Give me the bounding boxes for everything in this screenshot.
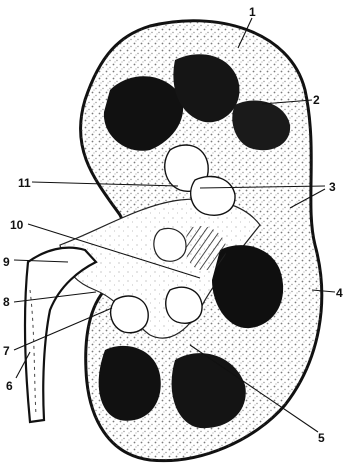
label-10: 10 <box>10 218 24 232</box>
minor-calyx-lower <box>166 287 202 323</box>
label-7: 7 <box>3 344 10 358</box>
label-9: 9 <box>3 255 10 269</box>
label-3: 3 <box>329 180 336 194</box>
label-5: 5 <box>318 431 325 445</box>
label-8: 8 <box>3 295 10 309</box>
renal-papilla <box>154 228 186 261</box>
minor-calyx-lower-left <box>111 296 149 333</box>
minor-calyx-middle <box>191 176 235 215</box>
label-11: 11 <box>18 176 31 190</box>
label-4: 4 <box>336 286 343 300</box>
label-6: 6 <box>6 379 13 393</box>
label-1: 1 <box>249 5 256 19</box>
label-2: 2 <box>313 93 320 107</box>
